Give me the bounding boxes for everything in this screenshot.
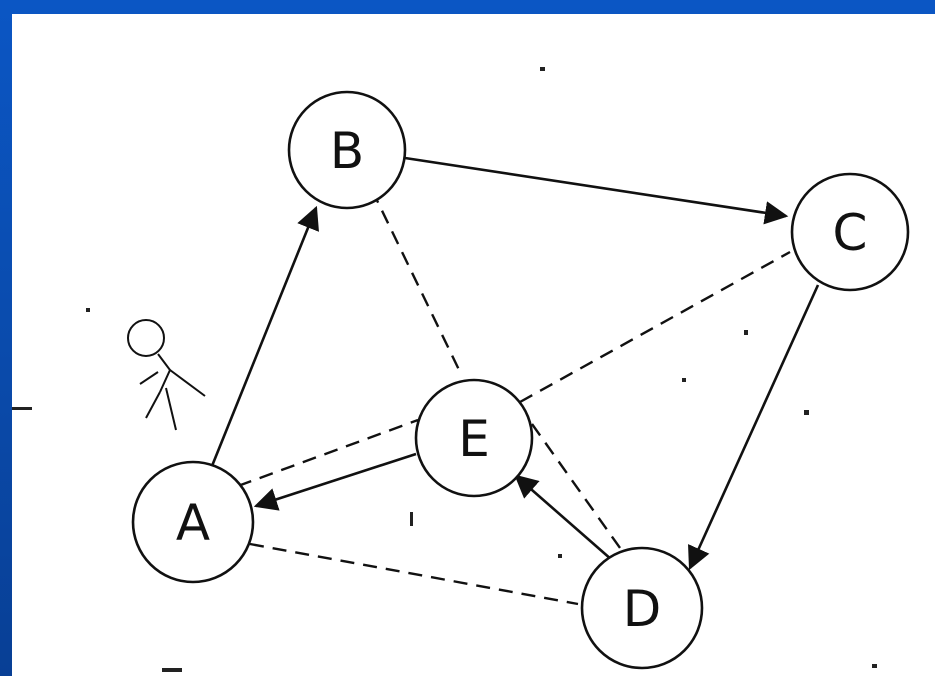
edge-b-c: [404, 156, 789, 225]
edge-a-e: [237, 418, 419, 488]
node-label-b: B: [330, 122, 364, 180]
node-d: D: [580, 546, 704, 670]
node-b: B: [287, 90, 407, 210]
node-label-e: E: [458, 410, 490, 468]
scan-specks: [12, 67, 877, 672]
edge-e-c: [519, 250, 791, 404]
edge-b-e: [370, 189, 464, 377]
edge-d-e: [514, 474, 613, 561]
node-label-d: D: [623, 580, 662, 638]
edge-a-d: [249, 542, 579, 606]
stick-figure-icon: [127, 319, 206, 431]
node-e: E: [414, 378, 534, 498]
node-label-c: C: [833, 204, 868, 262]
node-a: A: [131, 460, 255, 584]
edge-e-d: [531, 423, 631, 563]
edge-e-a: [253, 452, 417, 511]
edge-c-d: [688, 284, 820, 571]
node-label-a: A: [176, 494, 210, 552]
node-c: C: [790, 172, 910, 292]
edge-a-b: [210, 205, 319, 467]
